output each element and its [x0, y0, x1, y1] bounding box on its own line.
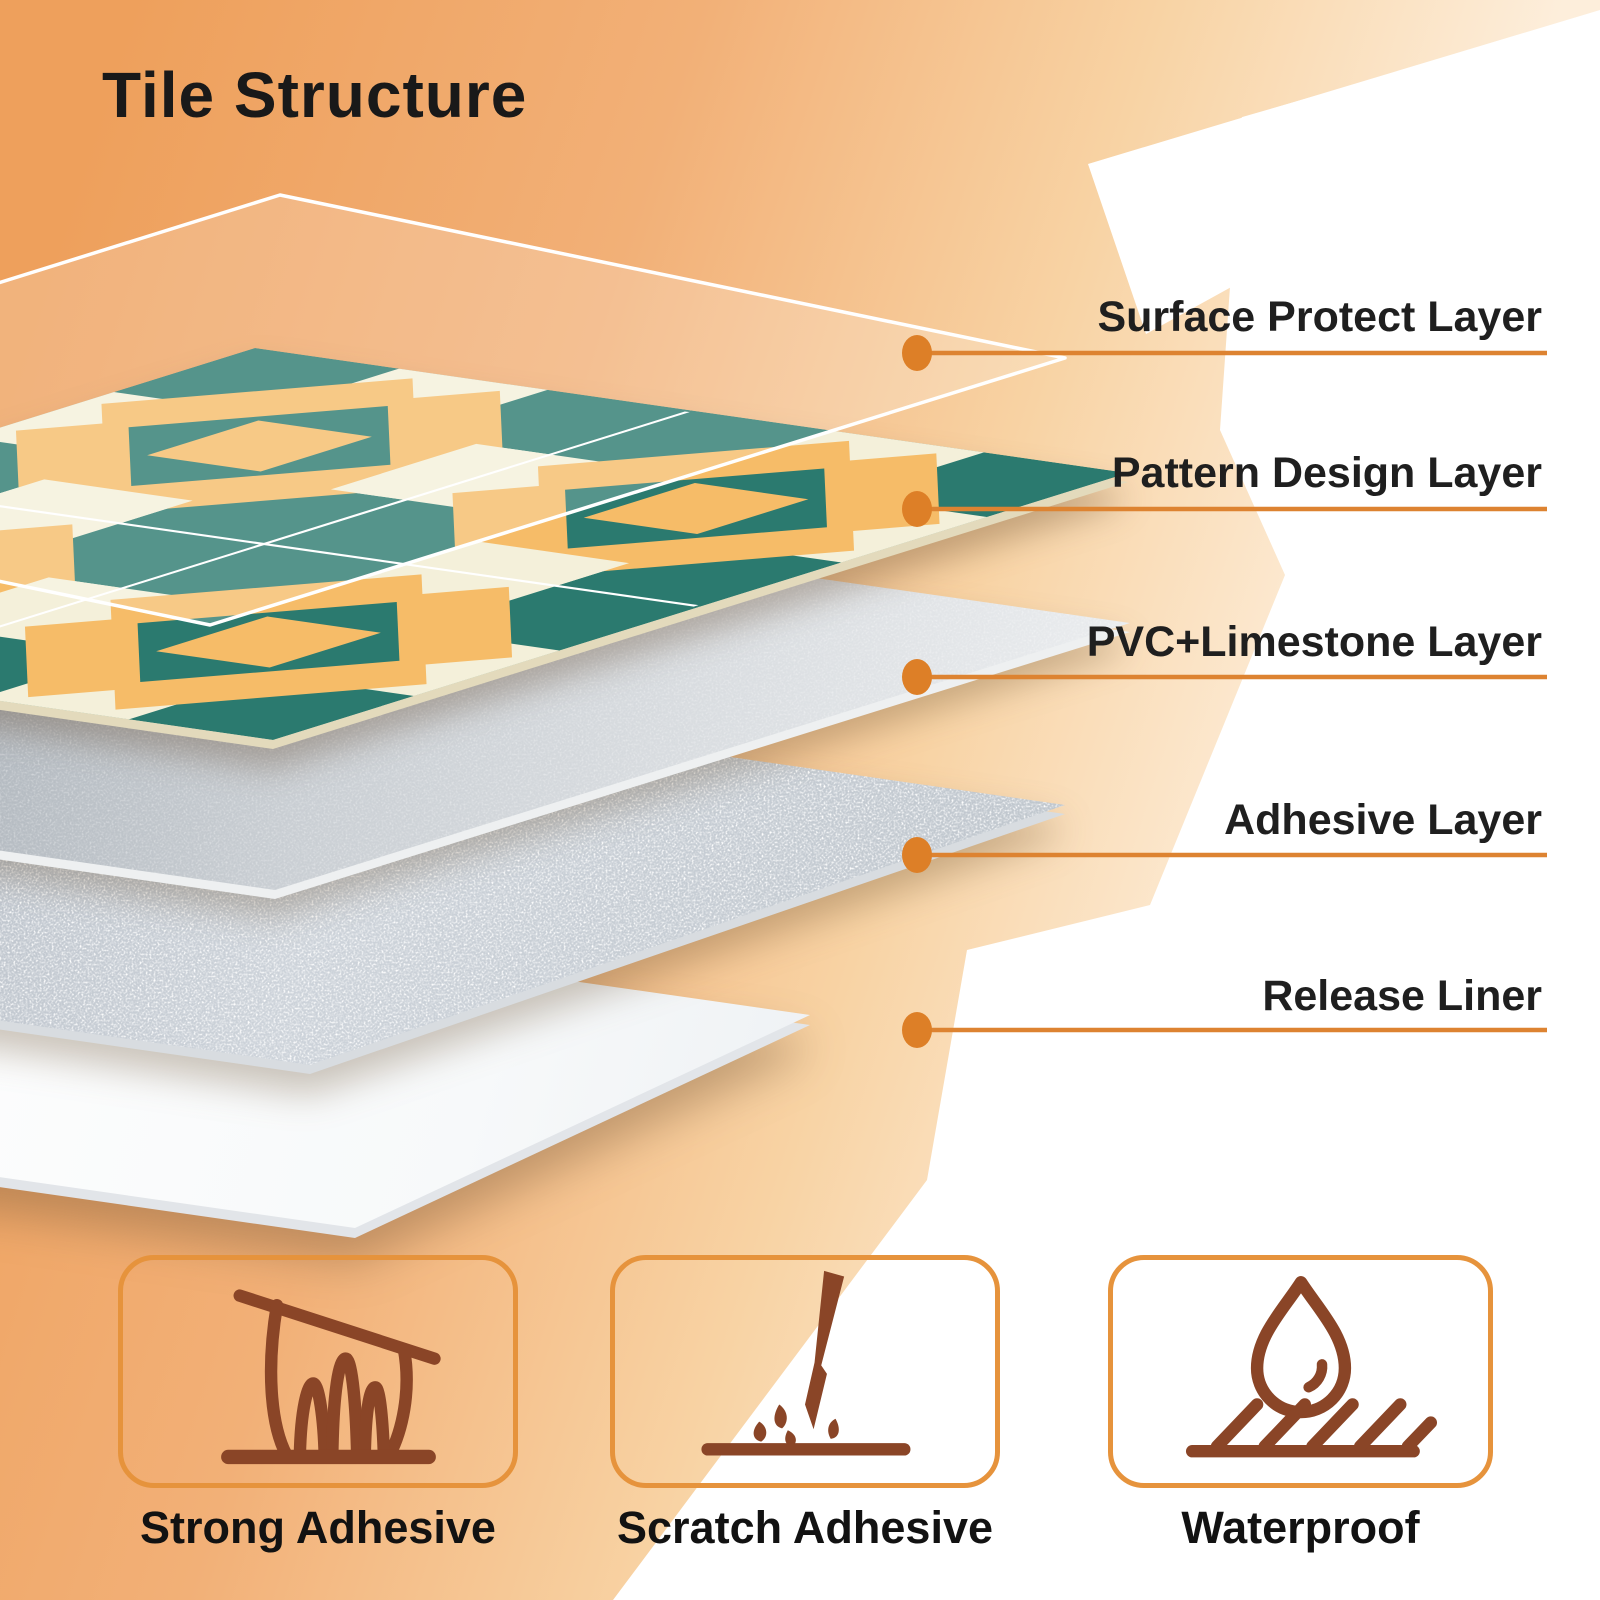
layer-dot-pvc: [902, 659, 932, 695]
background-top-right-strip: [1093, 0, 1600, 160]
feature-box-waterproof: [1108, 1255, 1493, 1488]
layer-dot-pattern: [902, 491, 932, 527]
waterproof-drop-icon: [1185, 1275, 1437, 1457]
background-white-wedge: [1088, 10, 1600, 334]
layer-dot-liner: [902, 1012, 932, 1048]
feature-box-scratch-adhesive: [610, 1255, 1000, 1488]
label-release-liner: Release Liner: [1262, 972, 1542, 1020]
caption-scratch-adhesive: Scratch Adhesive: [617, 1502, 993, 1553]
scratch-blade-icon: [701, 1270, 911, 1456]
leader-lines: [917, 350, 1547, 1033]
tile-seam-lines: [0, 411, 699, 677]
page-title: Tile Structure: [102, 59, 528, 131]
layer-dot-surface: [902, 335, 932, 371]
layer-dot-adhesive: [902, 837, 932, 873]
peel-adhesive-icon: [221, 1288, 441, 1464]
feature-box-strong-adhesive: [118, 1255, 518, 1488]
label-surface-protect-layer: Surface Protect Layer: [1097, 293, 1542, 341]
label-pattern-design-layer: Pattern Design Layer: [1111, 449, 1542, 497]
leader-dots: [902, 335, 932, 1048]
caption-waterproof: Waterproof: [1181, 1502, 1420, 1553]
label-adhesive-layer: Adhesive Layer: [1224, 796, 1542, 844]
label-pvc-limestone-layer: PVC+Limestone Layer: [1086, 618, 1542, 666]
caption-strong-adhesive: Strong Adhesive: [140, 1502, 496, 1553]
surface-protect-layer-sheet: [0, 193, 1067, 627]
pattern-design-layer-sheet: [0, 348, 1128, 749]
